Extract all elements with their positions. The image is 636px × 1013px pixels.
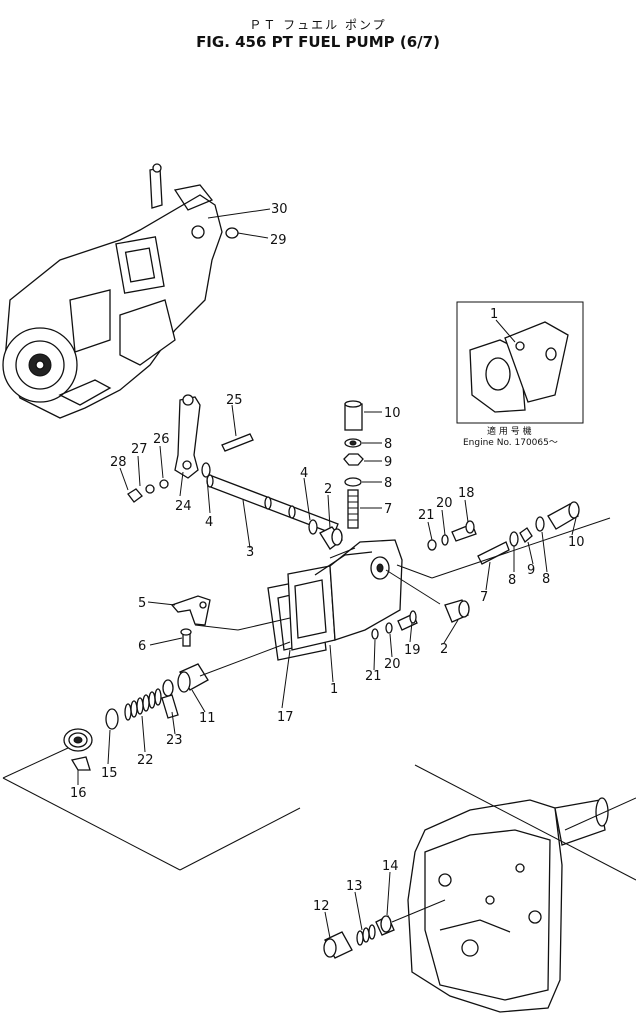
part-2-bushing-top — [319, 526, 343, 550]
callout-7-top: 7 — [384, 502, 392, 517]
throttle-lever-parts — [127, 394, 254, 503]
callout-1: 1 — [330, 682, 338, 697]
callout-2-bottom: 2 — [440, 642, 448, 657]
part-23-spring-seat — [161, 679, 179, 719]
inset-engine-number: Engine No. 170065～ — [463, 438, 558, 448]
part-16-spring-pack — [63, 728, 93, 771]
callout-6: 6 — [138, 639, 146, 654]
leader-housing-top — [329, 547, 356, 559]
figure-title: FIG. 456 PT FUEL PUMP (6/7) — [196, 33, 440, 51]
callout-4-left: 4 — [205, 515, 213, 530]
callout-24: 24 — [175, 499, 192, 514]
callout-leaders — [77, 319, 577, 939]
callout-22: 22 — [137, 753, 154, 768]
part-12-13-14-lower-parts — [323, 915, 395, 959]
part-4-oring-right — [308, 519, 318, 535]
callout-15: 15 — [101, 766, 118, 781]
part-11-spring-retainer — [177, 663, 209, 693]
callout-30: 30 — [271, 202, 288, 217]
part-22-spring — [124, 688, 162, 721]
part-4-oring-left — [201, 462, 211, 478]
callout-5: 5 — [138, 596, 146, 611]
engine-pump-assembly-drawing — [2, 163, 223, 419]
callout-4-right: 4 — [300, 466, 308, 481]
adjusting-screw-stack-right — [427, 501, 580, 565]
part-3-shaft — [206, 474, 339, 535]
callout-13: 13 — [346, 879, 363, 894]
callout-20-top: 20 — [436, 496, 453, 511]
callout-8-right-a: 8 — [508, 573, 516, 588]
callout-1-inset: 1 — [490, 307, 498, 322]
callout-labels: 30 29 1 25 27 26 28 24 4 3 4 2 10 8 9 8 … — [70, 202, 585, 914]
callout-23: 23 — [166, 733, 183, 748]
callout-3: 3 — [246, 545, 254, 560]
callout-10-right: 10 — [568, 535, 585, 550]
callout-29: 29 — [270, 233, 287, 248]
callout-20-bottom: 20 — [384, 657, 401, 672]
callout-2-top: 2 — [324, 482, 332, 497]
part-19-20-21-screw-washers — [371, 610, 418, 640]
callout-7-right: 7 — [480, 590, 488, 605]
callout-16: 16 — [70, 786, 87, 801]
callout-26: 26 — [153, 432, 170, 447]
part-2-bushing-right — [444, 599, 470, 623]
callout-8-top-a: 8 — [384, 437, 392, 452]
callout-14: 14 — [382, 859, 399, 874]
callout-19: 19 — [404, 643, 421, 658]
part-5-lever-and-6-screw — [170, 595, 211, 647]
callout-21-bottom: 21 — [365, 669, 382, 684]
reference-lines — [2, 208, 636, 923]
callout-27: 27 — [131, 442, 148, 457]
figure-title-japanese: ＰＴ フュエル ポンプ — [249, 18, 387, 32]
inset-applicable-label: 適 用 号 機 — [487, 425, 532, 437]
callout-21-top: 21 — [418, 508, 435, 523]
inset-variant-box — [456, 301, 584, 424]
callout-9-top: 9 — [384, 455, 392, 470]
callout-17: 17 — [277, 710, 294, 725]
part-15-snap-ring — [105, 708, 119, 730]
part-29-plug — [225, 227, 239, 239]
rear-cover-housing-drawing — [407, 797, 609, 1013]
callout-18: 18 — [458, 486, 475, 501]
callout-28: 28 — [110, 455, 127, 470]
part-1-governor-housing — [287, 539, 403, 651]
callout-10-top: 10 — [384, 406, 401, 421]
callout-9-right: 9 — [527, 563, 535, 578]
adjusting-screw-stack-top — [343, 400, 364, 529]
callout-8-right-b: 8 — [542, 572, 550, 587]
callout-12: 12 — [313, 899, 330, 914]
callout-8-top-b: 8 — [384, 476, 392, 491]
callout-25: 25 — [226, 393, 243, 408]
callout-11: 11 — [199, 711, 216, 726]
